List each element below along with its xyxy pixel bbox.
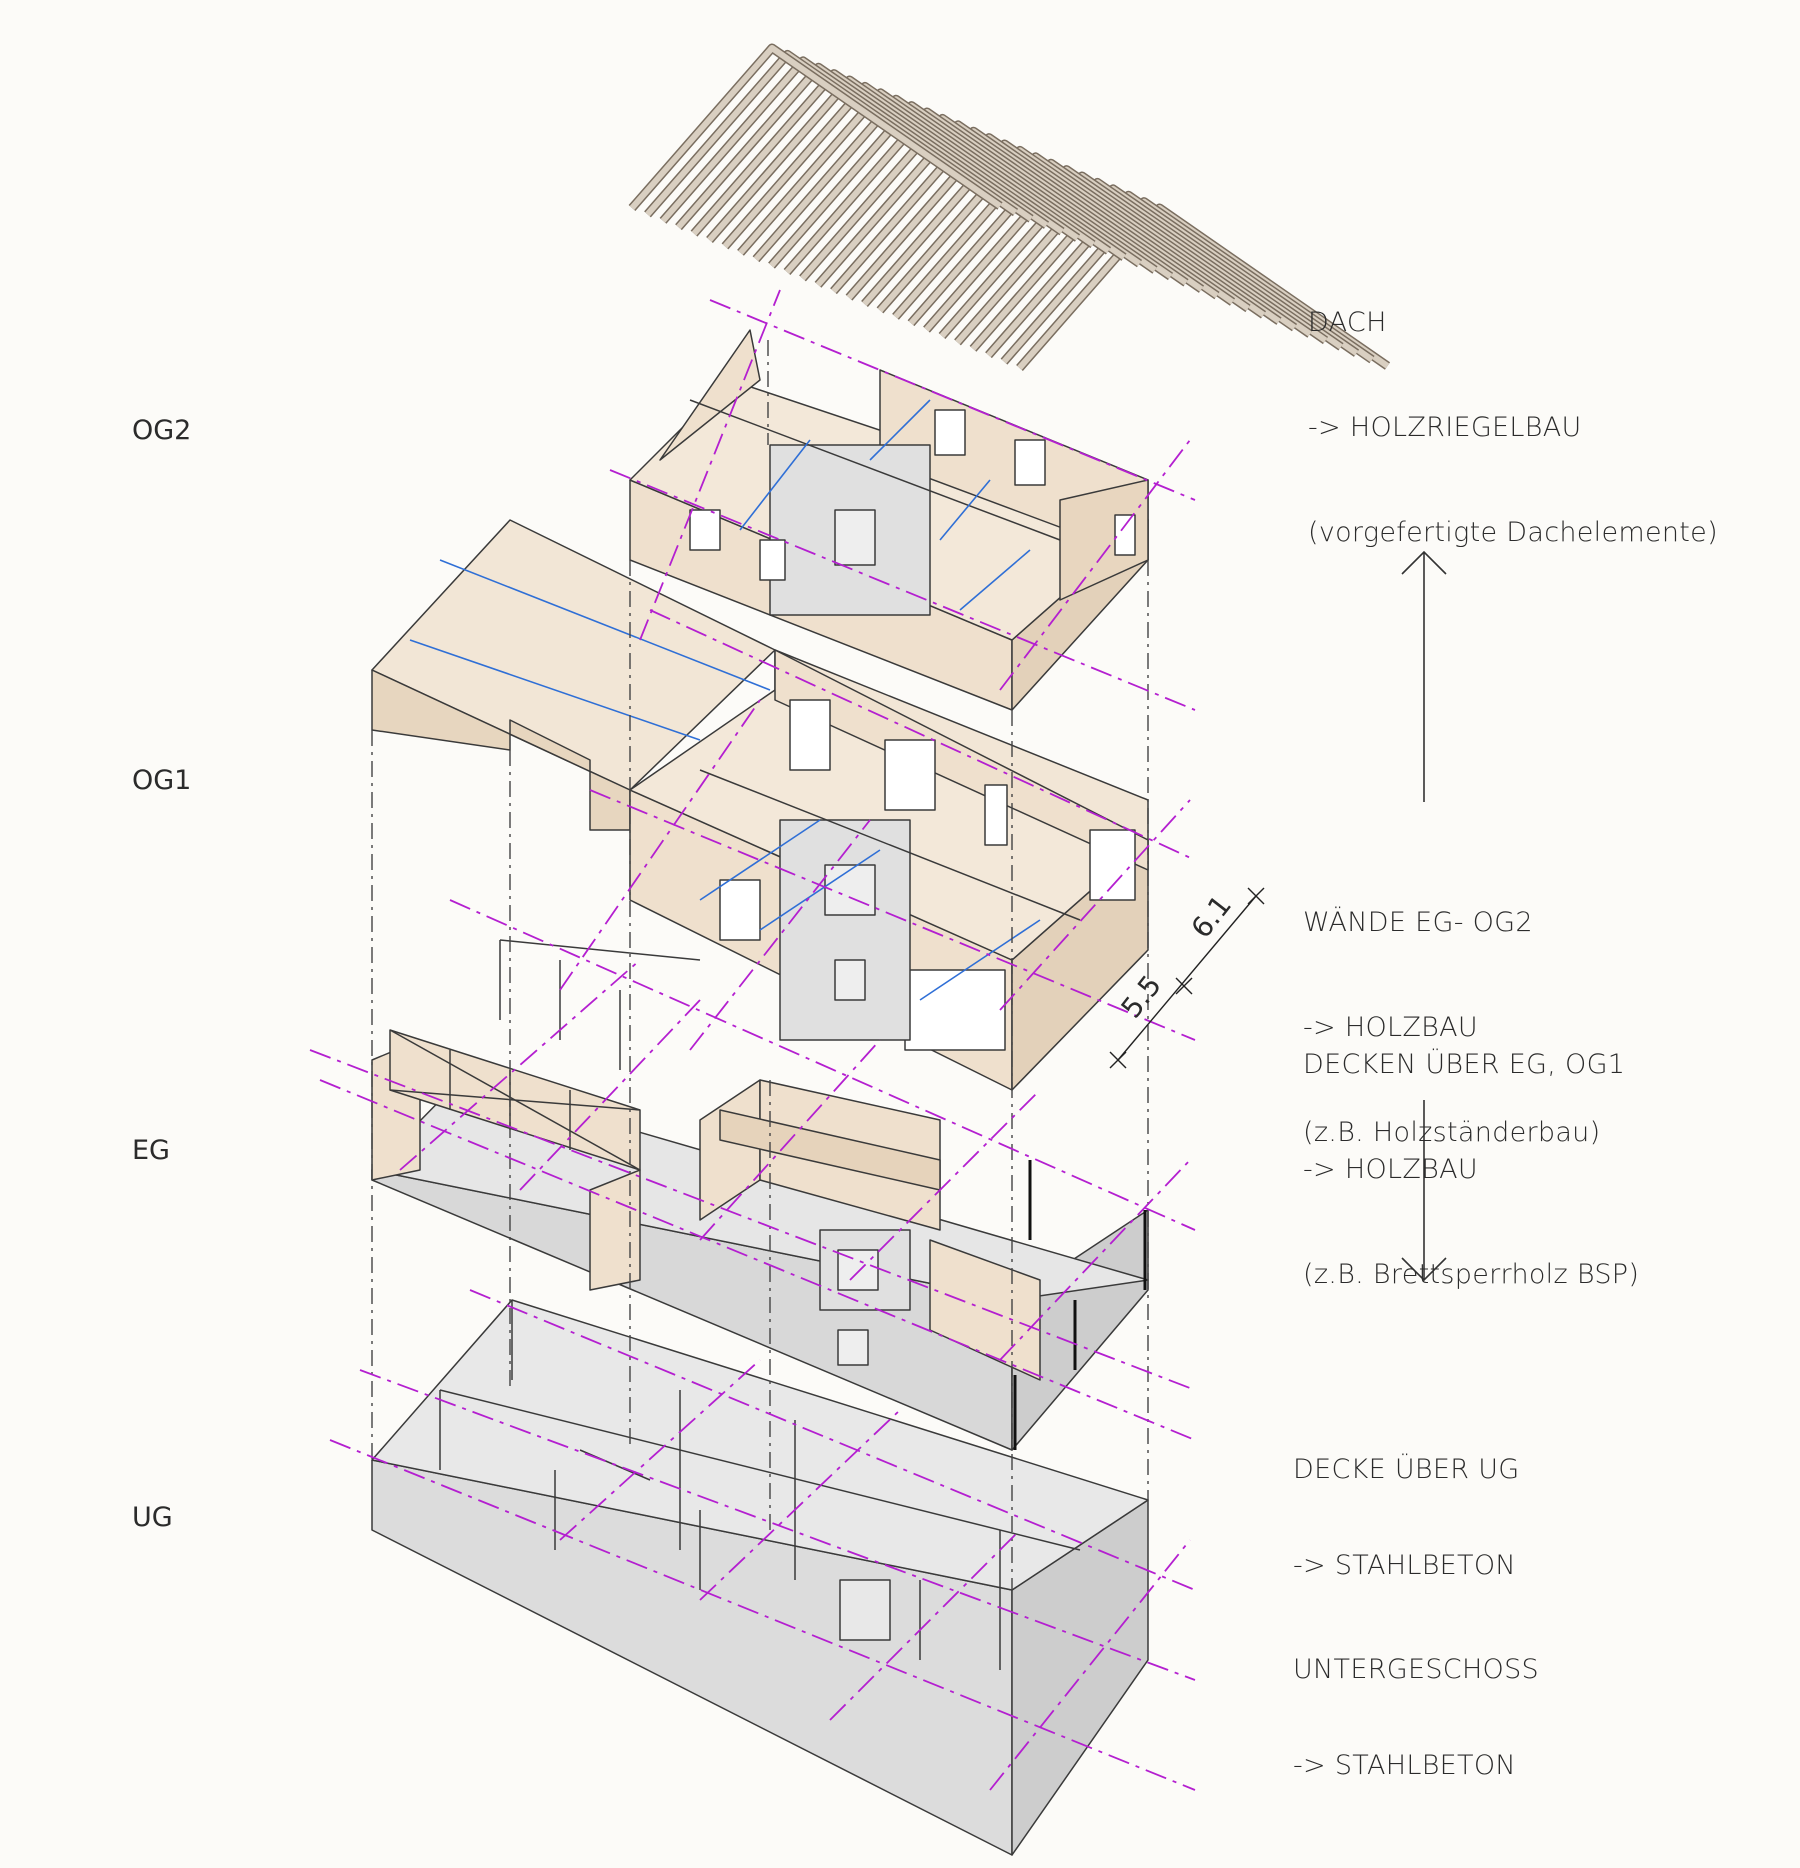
dimension-line: [1109, 887, 1265, 1069]
note-decke-ug-line-1: DECKE ÜBER UG: [1293, 1454, 1520, 1485]
note-decken-line-2: -> HOLZBAU: [1303, 1154, 1478, 1185]
structural-axis-grid: [309, 289, 1196, 1791]
og1-first-floor-volume: [371, 519, 1149, 1091]
roof-rafters: [628, 43, 1391, 371]
note-decken-line-3: (z.B. Brettsperrholz BSP): [1303, 1259, 1640, 1290]
ug-basement-volume: [371, 1299, 1149, 1856]
level-label-eg: EG: [132, 1135, 170, 1166]
og2-second-floor-volume: [629, 329, 1149, 711]
arrow-up-icon: [1401, 550, 1447, 802]
level-label-og1: OG1: [132, 765, 192, 796]
note-waende-line-2: -> HOLZBAU: [1303, 1012, 1478, 1043]
note-untergeschoss: UNTERGESCHOSS -> STAHLBETON: [1293, 1590, 1539, 1814]
note-decken-line-1: DECKEN ÜBER EG, OG1: [1303, 1049, 1626, 1080]
arrow-down-icon: [1401, 1100, 1447, 1282]
note-dach-line-3: (vorgefertigte Dachelemente): [1308, 517, 1718, 548]
note-dach: DACH -> HOLZRIEGELBAU (vorgefertigte Dac…: [1308, 235, 1718, 585]
og2-slab-joints: [739, 399, 1031, 611]
note-dach-line-1: DACH: [1308, 307, 1387, 338]
note-untergeschoss-line-2: -> STAHLBETON: [1293, 1750, 1516, 1781]
note-waende-line-3: (z.B. Holzständerbau): [1303, 1117, 1601, 1148]
note-waende-line-1: WÄNDE EG- OG2: [1303, 907, 1533, 938]
dimension-label-6-1: 6.1: [1185, 889, 1238, 944]
note-decke-ug-line-2: -> STAHLBETON: [1293, 1550, 1516, 1581]
note-waende: WÄNDE EG- OG2 -> HOLZBAU (z.B. Holzständ…: [1303, 835, 1600, 1185]
roof-rafter-face: [629, 45, 1002, 210]
alignment-lines: [371, 340, 1149, 1590]
note-decke-ug: DECKE ÜBER UG -> STAHLBETON: [1293, 1390, 1519, 1614]
note-dach-line-2: -> HOLZRIEGELBAU: [1308, 412, 1582, 443]
level-label-ug: UG: [132, 1502, 173, 1533]
note-untergeschoss-line-1: UNTERGESCHOSS: [1293, 1654, 1539, 1685]
note-decken: DECKEN ÜBER EG, OG1 -> HOLZBAU (z.B. Bre…: [1303, 977, 1639, 1327]
level-label-og2: OG2: [132, 415, 192, 446]
og1-slab-joints: [409, 559, 1041, 1001]
